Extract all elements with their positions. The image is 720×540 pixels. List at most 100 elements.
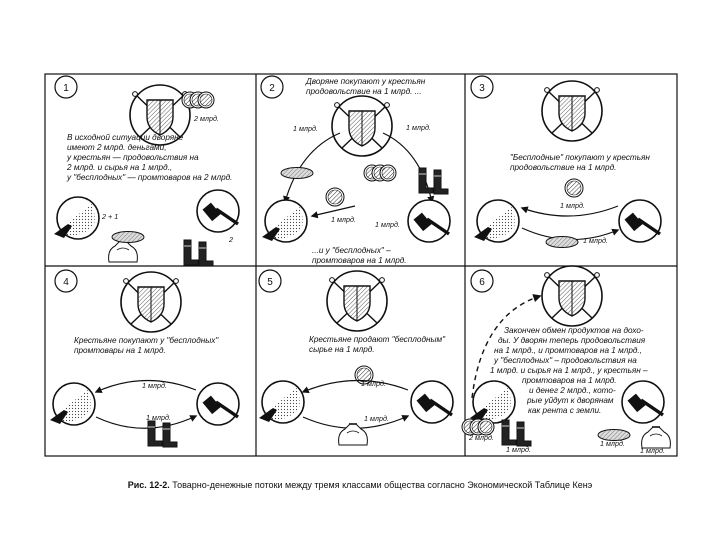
- svg-text:у "бесплодных" – продовольстви: у "бесплодных" – продовольствия на: [493, 356, 637, 365]
- svg-text:Крестьяне покупают у "бесплодн: Крестьяне покупают у "бесплодных": [74, 336, 219, 345]
- food-label: 1 млрд.: [600, 439, 625, 448]
- flow-label: 1 млрд.: [364, 414, 389, 423]
- sterile-class-icon: [620, 379, 666, 425]
- caption-text: Товарно-денежные потоки между тремя клас…: [172, 480, 593, 490]
- panel-1: 1 2 млрд. В исходной ситуации дворяне им…: [53, 75, 241, 267]
- nobility-icon: [326, 270, 388, 332]
- flow-label: 1 млрд.: [560, 201, 585, 210]
- flow-label: 1 млрд.: [406, 123, 431, 132]
- svg-text:промтоваров на 1 млрд.: промтоваров на 1 млрд.: [312, 256, 407, 265]
- panel-number-badge: 3: [470, 75, 494, 99]
- panel-text: В исходной ситуации дворяне имеют 2 млрд…: [66, 133, 232, 182]
- peasants-icon: [53, 196, 100, 240]
- panel-number-badge: 6: [470, 269, 494, 293]
- svg-text:1 млрд. и сырья на 1 млрд., у: 1 млрд. и сырья на 1 млрд., у крестьян –: [490, 366, 648, 375]
- panel-number-badge: 5: [258, 269, 282, 293]
- panel-number-badge: 2: [260, 75, 284, 99]
- bread-icon: [111, 231, 145, 243]
- flow-label: 1 млрд.: [375, 220, 400, 229]
- panel-3: 3 "Бесплодные" покупают у крестьян продо…: [470, 75, 663, 248]
- money-label: 2 млрд.: [193, 114, 219, 123]
- flow-label: 1 млрд.: [293, 124, 318, 133]
- svg-text:промтовары на 1 млрд.: промтовары на 1 млрд.: [74, 346, 166, 355]
- food-raw-label: 2 + 1: [101, 212, 118, 221]
- peasants-icon: [258, 380, 305, 424]
- svg-text:у "бесплодных" — промтоваров н: у "бесплодных" — промтоваров на 2 млрд.: [66, 173, 232, 182]
- panel-number: 6: [479, 277, 485, 288]
- svg-text:промтоваров на 1 млрд.: промтоваров на 1 млрд.: [522, 376, 617, 385]
- flow-label: 1 млрд.: [146, 413, 171, 422]
- boots-icon: [501, 419, 532, 447]
- sterile-class-icon: [195, 381, 241, 427]
- panel-text: Закончен обмен продуктов на дохо- ды. У …: [490, 326, 648, 415]
- goods-label: 2: [228, 235, 233, 244]
- flow-label: 1 млрд.: [361, 379, 386, 388]
- sack-icon: [107, 240, 139, 263]
- svg-text:...и у "бесплодных" –: ...и у "бесплодных" –: [312, 246, 391, 255]
- panel-4: 4 Крестьяне покупают у "бесплодных" пром…: [49, 269, 241, 448]
- peasants-icon: [469, 380, 516, 424]
- panel-text: Крестьяне покупают у "бесплодных" промто…: [74, 336, 219, 355]
- peasants-icon: [49, 382, 96, 426]
- svg-text:у крестьян — продовольствия на: у крестьян — продовольствия на: [66, 153, 199, 162]
- panel-number: 2: [269, 83, 275, 94]
- arrow-nobles-to-peasants: [283, 132, 341, 204]
- panel-text: "Бесплодные" покупают у крестьян продово…: [510, 153, 650, 172]
- panel-text-bottom: ...и у "бесплодных" – промтоваров на 1 м…: [312, 246, 407, 265]
- panel-number: 5: [267, 277, 273, 288]
- arrow-money-to-sterile: [95, 415, 198, 429]
- arrow-money-to-peasants: [301, 379, 409, 394]
- bread-icon: [280, 167, 314, 179]
- svg-text:ды. У дворян теперь продовольс: ды. У дворян теперь продовольствия: [498, 336, 646, 345]
- panel-text-top: Дворяне покупают у крестьян продовольств…: [305, 77, 426, 96]
- svg-text:рые уйдут к дворянам: рые уйдут к дворянам: [526, 396, 614, 405]
- peasants-icon: [473, 199, 520, 243]
- svg-text:продовольствие на 1 млрд.: продовольствие на 1 млрд.: [510, 163, 616, 172]
- boots-icon: [183, 239, 214, 267]
- nobility-icon: [120, 271, 182, 333]
- coins-icon: [181, 91, 215, 109]
- svg-text:и денег 2 млрд., кото-: и денег 2 млрд., кото-: [529, 386, 616, 395]
- peasants-icon: [261, 199, 308, 243]
- svg-text:В исходной ситуации дворяне: В исходной ситуации дворяне: [67, 133, 184, 142]
- sack-icon: [640, 426, 672, 449]
- arrow-coin-to-peasants: [310, 205, 356, 219]
- panel-5: 5 Крестьяне продают "бесплодным" сырье н…: [258, 269, 455, 446]
- caption-label: Рис. 12-2.: [127, 480, 170, 490]
- svg-text:продовольствие на 1 млрд. ...: продовольствие на 1 млрд. ...: [306, 87, 422, 96]
- arrow-money-to-peasants: [520, 205, 619, 217]
- flow-label: 1 млрд.: [331, 215, 356, 224]
- panel-number: 1: [63, 83, 69, 94]
- figure-caption: Рис. 12-2. Товарно-денежные потоки между…: [0, 480, 720, 490]
- panel-number: 3: [479, 83, 485, 94]
- coin-icon: [564, 178, 584, 198]
- flow-label: 1 млрд.: [142, 381, 167, 390]
- sterile-class-icon: [617, 198, 663, 244]
- svg-text:Закончен обмен продуктов на до: Закончен обмен продуктов на дохо-: [504, 326, 644, 335]
- svg-text:2 млрд. и сырья на 1 млрд.,: 2 млрд. и сырья на 1 млрд.,: [66, 163, 172, 172]
- svg-text:как рента с земли.: как рента с земли.: [528, 406, 601, 415]
- raw-label: 1 млрд.: [640, 446, 665, 455]
- svg-text:Крестьяне продают "бесплодным": Крестьяне продают "бесплодным": [309, 335, 446, 344]
- coins-icon: [363, 164, 397, 182]
- nobility-icon: [541, 80, 603, 142]
- arrow-goods-to-peasants: [94, 379, 197, 393]
- coin-icon: [325, 187, 345, 207]
- panel-number-badge: 1: [54, 75, 78, 99]
- panel-6: 6 Закончен обмен продуктов на дохо- ды. …: [461, 265, 672, 455]
- svg-text:имеют 2 млрд. деньгами,: имеют 2 млрд. деньгами,: [67, 143, 167, 152]
- money-label: 2 млрд.: [468, 433, 494, 442]
- svg-text:"Бесплодные" покупают у кресть: "Бесплодные" покупают у крестьян: [510, 153, 650, 162]
- panel-2: 2 Дворяне покупают у крестьян продовольс…: [260, 75, 452, 265]
- svg-text:на 1 млрд., и промтоваров на 1: на 1 млрд., и промтоваров на 1 млрд.,: [494, 346, 642, 355]
- svg-text:Дворяне покупают у крестьян: Дворяне покупают у крестьян: [305, 77, 426, 86]
- svg-text:сырье на 1 млрд.: сырье на 1 млрд.: [309, 345, 375, 354]
- sterile-class-icon: [409, 379, 455, 425]
- nobility-icon: [541, 265, 603, 327]
- panel-text: Крестьяне продают "бесплодным" сырье на …: [309, 335, 446, 354]
- goods-label: 1 млрд.: [506, 445, 531, 454]
- bread-icon: [545, 236, 579, 248]
- nobility-icon: [331, 95, 393, 157]
- sterile-class-icon: [195, 188, 241, 234]
